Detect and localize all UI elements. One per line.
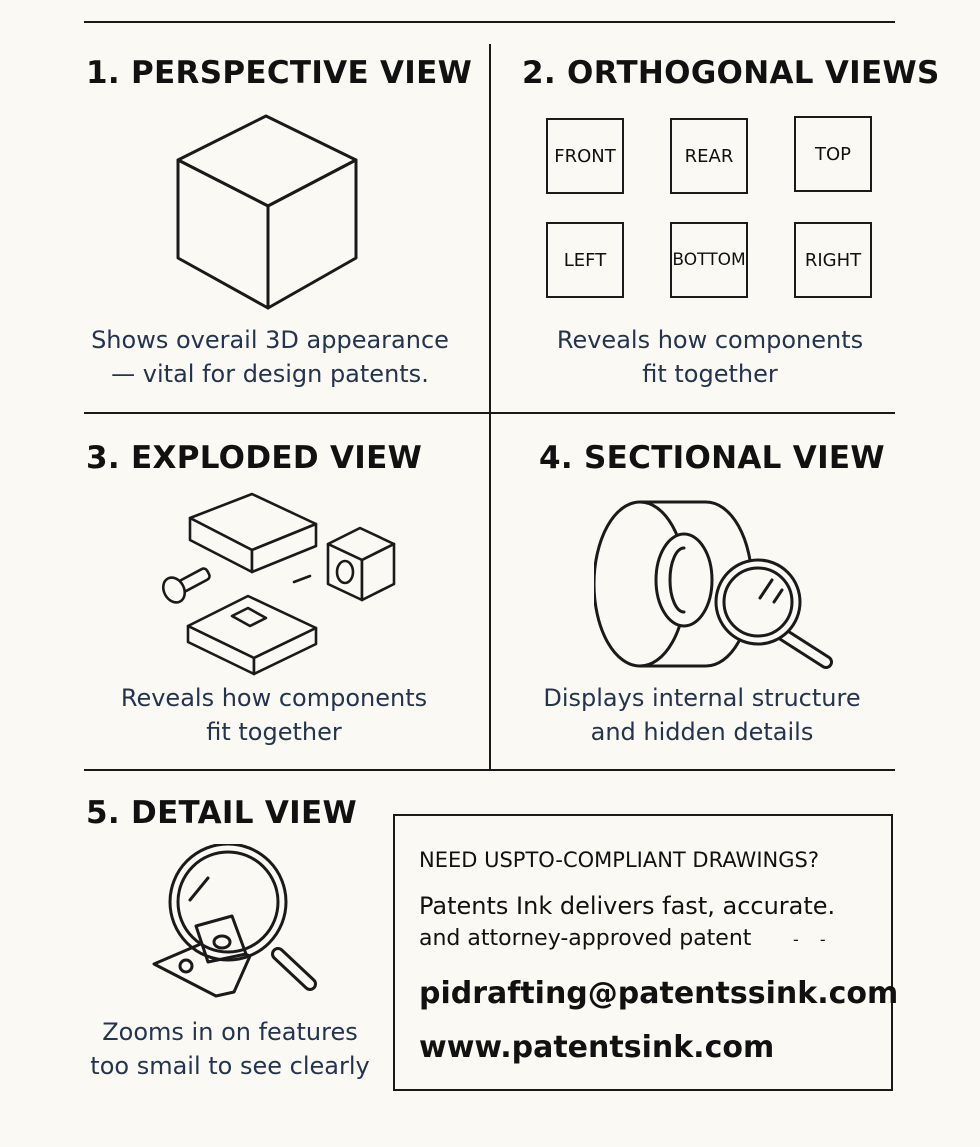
orthogonal-views-caption: Reveals how components fit together xyxy=(500,323,920,391)
cta-body-line-1: Patents Ink delivers fast, accurate. xyxy=(419,892,836,920)
top-rule xyxy=(84,21,895,23)
exploded-view-title: 3. EXPLODED VIEW xyxy=(86,440,423,476)
perspective-view-caption: Shows overail 3D appearance — vital for … xyxy=(60,323,480,391)
detail-view-caption: Zooms in on features too smail to see cl… xyxy=(30,1015,430,1083)
cta-website[interactable]: www.patentsink.com xyxy=(419,1030,775,1065)
sectional-view-title: 4. SECTIONAL VIEW xyxy=(539,440,885,476)
detail-caption-line-1: Zooms in on features xyxy=(102,1018,358,1046)
perspective-view-title: 1. PERSPECTIVE VIEW xyxy=(86,55,473,91)
row-divider-2 xyxy=(84,769,895,771)
detail-view-title: 5. DETAIL VIEW xyxy=(86,795,357,831)
exploded-view-caption: Reveals how components fit together xyxy=(64,681,484,749)
sectional-caption-line-1: Displays internal structure xyxy=(543,684,861,712)
cta-body-line-2: and attorney-approved patent xyxy=(419,926,752,951)
sectional-view-caption: Displays internal structure and hidden d… xyxy=(492,681,912,749)
view-box-bottom: BOTTOM xyxy=(670,222,748,298)
magnifier-over-sheet-icon xyxy=(152,844,317,998)
view-box-right: RIGHT xyxy=(794,222,872,298)
perspective-caption-line-1: Shows overail 3D appearance xyxy=(91,326,449,354)
cta-box: NEED USPTO-COMPLIANT DRAWINGS? Patents I… xyxy=(393,814,898,1091)
orthogonal-caption-line-1: Reveals how components xyxy=(556,326,864,354)
exploded-caption-line-1: Reveals how components xyxy=(120,684,428,712)
cta-title: NEED USPTO-COMPLIANT DRAWINGS? xyxy=(419,848,819,872)
exploded-parts-icon xyxy=(161,492,396,676)
view-box-top: TOP xyxy=(794,116,872,192)
cta-trailing-marks: - - xyxy=(793,930,834,949)
cube-icon xyxy=(176,114,358,310)
vertical-divider xyxy=(489,44,491,770)
exploded-caption-line-2: fit together xyxy=(206,718,342,746)
cta-email[interactable]: pidrafting@patentssink.com xyxy=(419,976,899,1011)
orthogonal-caption-line-2: fit together xyxy=(642,360,778,388)
disc-with-magnifier-icon xyxy=(594,500,833,669)
detail-caption-line-2: too smail to see clearly xyxy=(90,1052,370,1080)
view-box-left: LEFT xyxy=(546,222,624,298)
row-divider-1 xyxy=(84,412,895,414)
sectional-caption-line-2: and hidden details xyxy=(590,718,814,746)
orthogonal-views-title: 2. ORTHOGONAL VIEWS xyxy=(522,55,940,91)
perspective-caption-line-2: — vital for design patents. xyxy=(111,360,429,388)
view-box-front: FRONT xyxy=(546,118,624,194)
view-box-rear: REAR xyxy=(670,118,748,194)
